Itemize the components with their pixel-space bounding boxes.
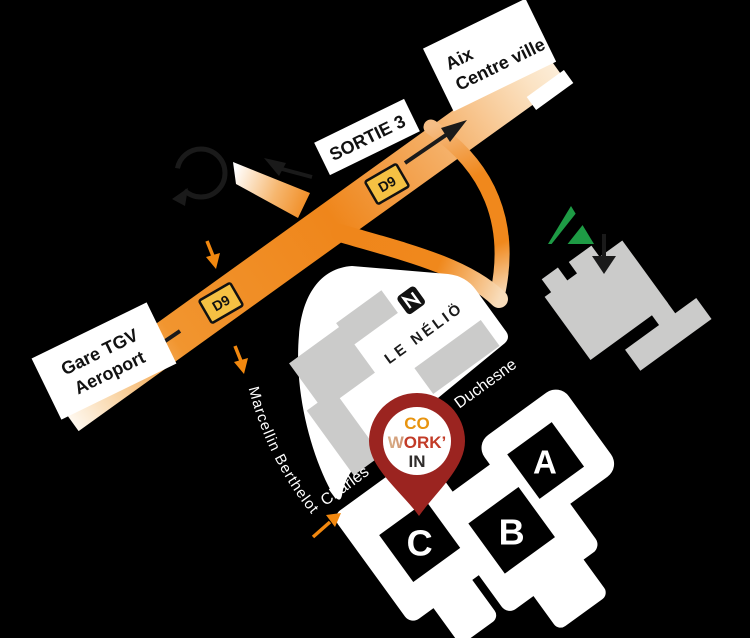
building-c-label: C (407, 523, 433, 564)
pin-logo-in: IN (409, 452, 426, 471)
interchange-ramp-lower (331, 224, 508, 308)
landmark-building (544, 240, 669, 360)
arrow-to-aix-icon (403, 120, 467, 165)
landmark-building (541, 267, 570, 296)
location-pin-icon: CO WORK’ IN (369, 393, 465, 516)
road-stub (526, 70, 574, 110)
green-triangle-logo-icon (548, 206, 594, 246)
route-arrow-2-icon (233, 345, 248, 374)
landmark-building (625, 297, 712, 371)
arrow-to-landmark-icon (592, 234, 616, 274)
building-b-label: B (499, 511, 525, 552)
landmark-building (568, 245, 603, 277)
pin-logo-co: CO (404, 414, 430, 433)
interchange-ramp-upper (423, 119, 510, 300)
route-arrow-3-icon (311, 513, 341, 539)
pin-logo-work: WORK’ (388, 433, 447, 452)
le-nelio-logo-icon (397, 286, 425, 315)
building-a-label: A (533, 443, 557, 480)
park-building (414, 319, 500, 395)
route-arrow-1-icon (205, 240, 220, 269)
roundabout-icon (172, 146, 228, 206)
d9-badge-bottom: D9 (198, 282, 244, 324)
park-building (306, 390, 382, 476)
building-b (468, 487, 555, 574)
park-building (336, 290, 398, 346)
d9-badge-label: D9 (209, 291, 233, 314)
landmark-building (649, 300, 677, 327)
park-buildings (289, 290, 500, 476)
building-c (379, 501, 461, 583)
d9-badge-top: D9 (364, 163, 410, 205)
d9-badge-label: D9 (375, 172, 399, 195)
landmark-buildings (541, 240, 712, 371)
park-building (289, 325, 375, 411)
building-a (507, 422, 585, 499)
arrow-to-exit-icon (264, 158, 313, 179)
road-d9 (54, 46, 566, 432)
exit-ramp (233, 162, 310, 218)
